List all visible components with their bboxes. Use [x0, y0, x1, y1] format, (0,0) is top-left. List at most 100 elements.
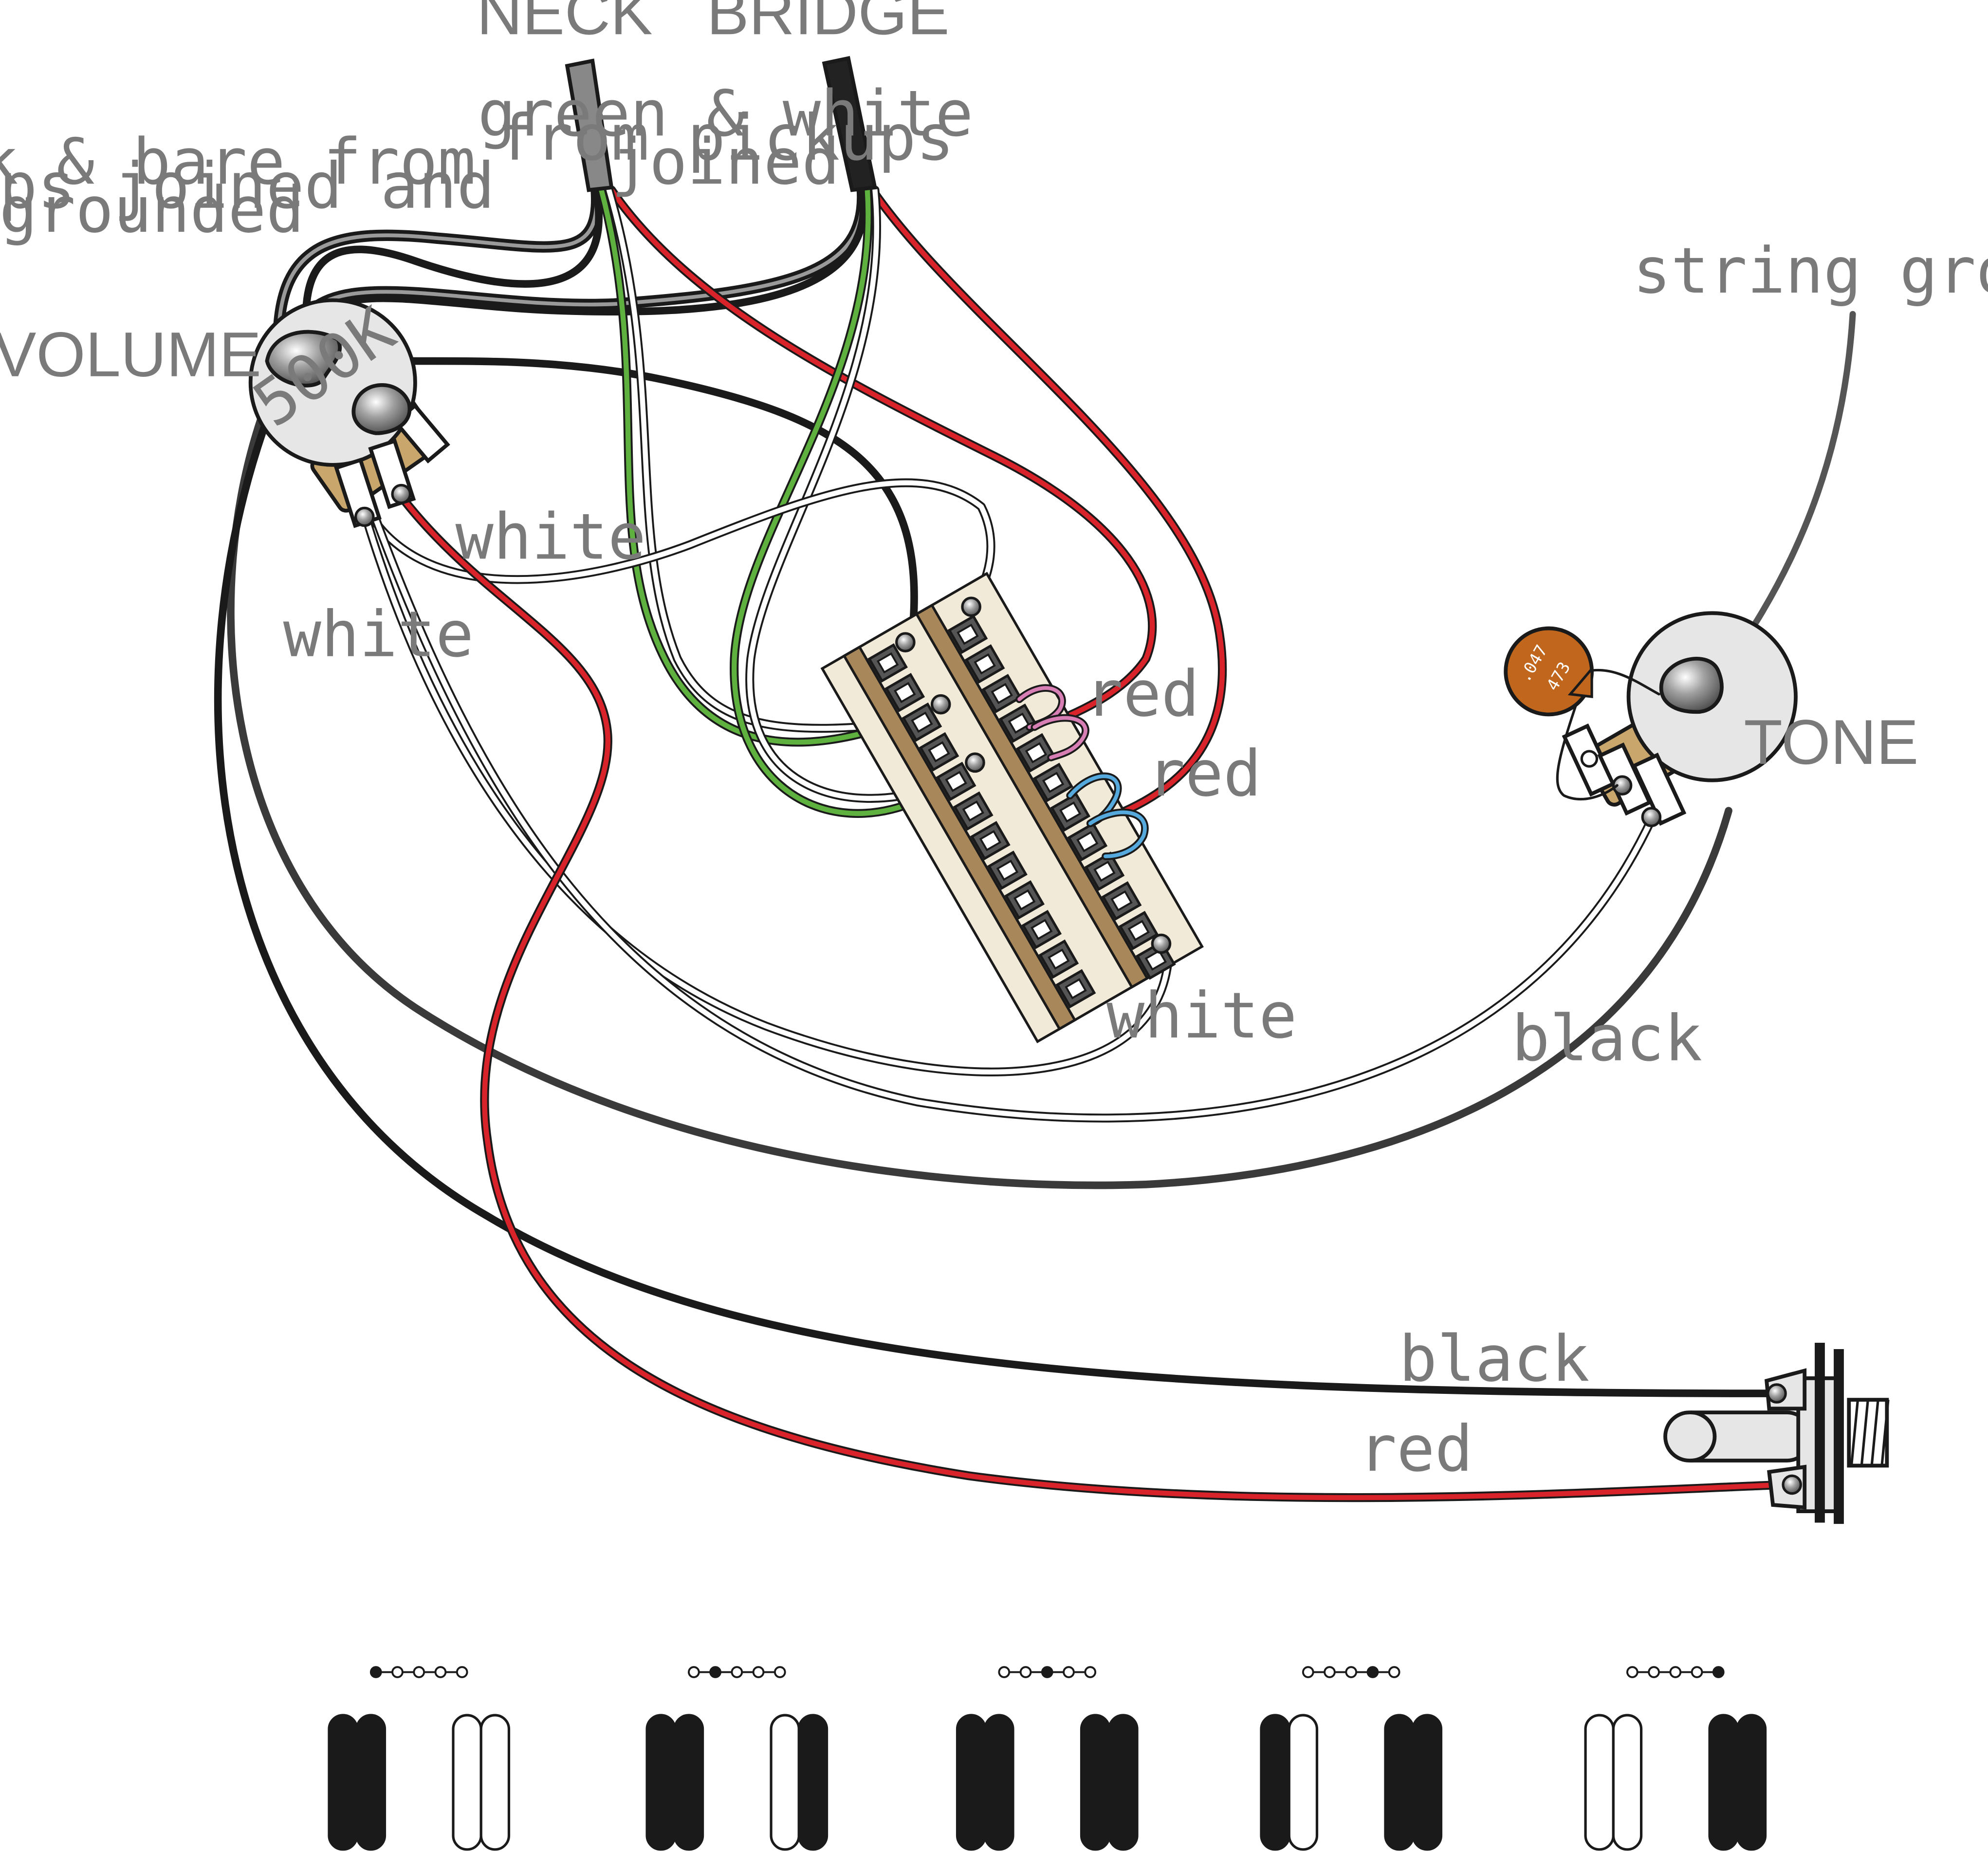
switch-terminal — [919, 732, 959, 772]
switch-jumpers — [895, 596, 1172, 954]
position-dot — [456, 1666, 468, 1678]
switch-position-legend — [328, 1666, 1767, 1851]
pickup-coil-black — [797, 1714, 828, 1851]
position-dot — [1366, 1666, 1379, 1678]
neck-lead-sleeve — [565, 58, 614, 192]
position-dot — [1019, 1666, 1032, 1678]
switch-position-2 — [645, 1666, 828, 1851]
position-dot — [1345, 1666, 1358, 1678]
hot-note-line-2: from pickups — [497, 101, 955, 175]
switch-terminal — [947, 614, 988, 654]
ground-note-line-3: grounded — [0, 173, 304, 247]
tone-ground-solder — [1659, 657, 1724, 714]
white-wire-label-1: white — [456, 500, 646, 574]
pickup-coil-white — [452, 1714, 482, 1851]
position-dot — [709, 1666, 721, 1678]
switch-terminal — [987, 851, 1028, 890]
pickup-coil-black — [1108, 1714, 1139, 1851]
pickup-coil-black — [328, 1714, 358, 1851]
pickup-ground-bundle — [273, 184, 868, 351]
hot-note-line-1: green & white — [478, 76, 973, 150]
pickup-coil-black — [645, 1714, 676, 1851]
black-wire-label-1: black — [1512, 1001, 1703, 1075]
position-dot — [1063, 1666, 1075, 1678]
switch-position-1 — [328, 1666, 511, 1851]
ground-note-line-1: black & bare from — [0, 125, 476, 199]
green-white-neck — [597, 185, 942, 747]
hot-note-line-3: joined — [611, 125, 840, 199]
diagram-labels: NECK BRIDGE VOLUME TONE string ground bl… — [0, 0, 1988, 1486]
tone-pot[interactable] — [1562, 611, 1798, 828]
switch-terminal — [1033, 762, 1073, 802]
position-dot — [413, 1666, 425, 1678]
position-indicator — [998, 1666, 1097, 1678]
switch-terminal — [981, 674, 1022, 713]
red-wire-label-3: red — [1359, 1412, 1473, 1486]
position-dot — [1669, 1666, 1682, 1678]
switch-terminal — [970, 821, 1011, 861]
pickup-coil-black — [984, 1714, 1014, 1851]
red-wire-label-1: red — [1085, 657, 1199, 731]
pickup-coil-white — [770, 1714, 800, 1851]
pickup-coil-black — [1384, 1714, 1415, 1851]
switch-terminal — [1050, 792, 1091, 832]
position-dot — [1691, 1666, 1703, 1678]
position-dot — [687, 1666, 700, 1678]
position-dot — [1041, 1666, 1053, 1678]
position-indicator — [1302, 1666, 1400, 1678]
switch-terminal — [964, 644, 1005, 684]
position-dot — [773, 1666, 786, 1678]
pickup-coil-white — [1584, 1714, 1615, 1851]
position-dot — [998, 1666, 1011, 1678]
bridge-lead-sleeve — [822, 56, 878, 192]
volume-ground-solder — [265, 330, 342, 388]
pickup-coil-black — [1080, 1714, 1111, 1851]
switch-terminal — [1118, 910, 1159, 950]
five-way-switch[interactable] — [820, 572, 1204, 1043]
output-jack[interactable] — [1663, 1343, 1890, 1524]
position-dot — [1324, 1666, 1336, 1678]
pickup-coil-black — [355, 1714, 387, 1851]
switch-terminal — [936, 761, 976, 801]
position-indicator — [1626, 1666, 1725, 1678]
position-dot — [1084, 1666, 1097, 1678]
switch-terminal — [1067, 822, 1108, 862]
position-dot — [1626, 1666, 1638, 1678]
switch-position-5 — [1584, 1666, 1767, 1851]
pickup-coil-white — [1288, 1714, 1319, 1851]
pickup-coil-black — [1708, 1714, 1739, 1851]
black-wire-jack — [214, 401, 1777, 1397]
switch-position-3 — [956, 1666, 1139, 1851]
tone-label: TONE — [1744, 706, 1918, 778]
switch-terminal — [867, 643, 908, 683]
volume-pot[interactable]: 500K — [240, 293, 450, 528]
position-indicator — [687, 1666, 786, 1678]
position-dot — [434, 1666, 447, 1678]
switch-position-4 — [1260, 1666, 1443, 1851]
ground-note-line-2: pickups joined and — [0, 149, 495, 223]
volume-lug-solder — [351, 383, 412, 435]
switch-terminal — [884, 673, 925, 712]
position-dot — [1388, 1666, 1400, 1678]
switch-terminals — [867, 614, 1176, 1009]
position-dot — [752, 1666, 765, 1678]
bridge-label: BRIDGE — [707, 0, 950, 48]
string-ground-label: string ground — [1633, 234, 1988, 308]
pickup-coil-black — [1736, 1714, 1767, 1851]
switch-terminal — [1004, 880, 1045, 920]
position-dot — [1648, 1666, 1660, 1678]
pickup-coil-black — [1260, 1714, 1290, 1851]
white-wire-label-3: white — [1106, 979, 1297, 1053]
switch-terminal — [1021, 909, 1062, 949]
black-wire-volume-tone — [227, 401, 1732, 1189]
switch-terminal — [1101, 881, 1142, 921]
pickup-coil-black — [1412, 1714, 1443, 1851]
position-indicator — [369, 1666, 468, 1678]
neck-label: NECK — [477, 0, 652, 48]
switch-terminal — [1084, 852, 1125, 891]
switch-terminal — [999, 703, 1039, 743]
switch-terminal — [1055, 969, 1096, 1009]
pickup-coil-black — [956, 1714, 987, 1851]
pickup-coil-white — [479, 1714, 511, 1851]
